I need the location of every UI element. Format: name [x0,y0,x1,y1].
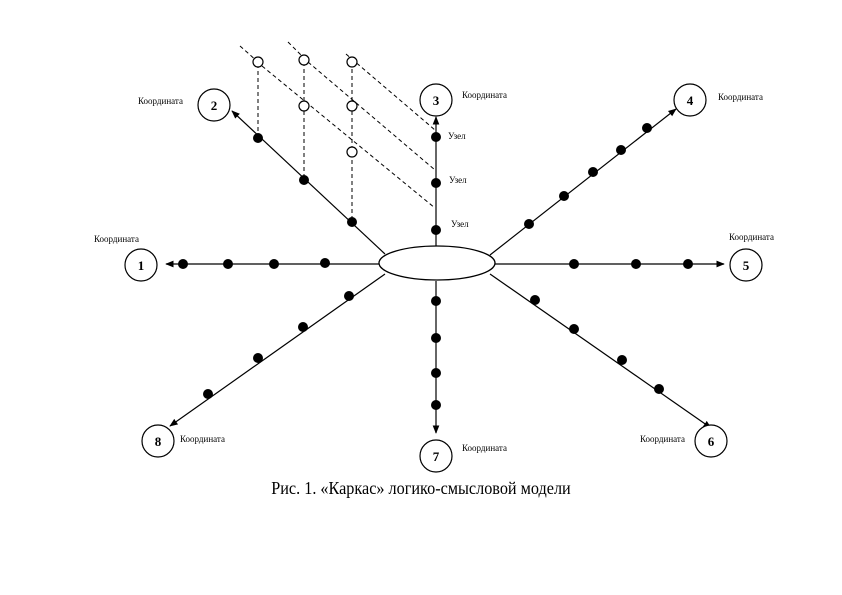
node [683,259,693,269]
node [269,259,279,269]
hollow-point [346,146,358,158]
axis-number-4: 4 [687,93,694,108]
projection-lines [239,41,436,222]
end-circle-1 [124,248,158,282]
axis-label-2: Координата [138,96,183,106]
node [320,258,330,268]
node-label: Узел [448,131,466,141]
axis-label-6: Координата [640,434,685,444]
node [178,259,188,269]
end-circle-8 [141,424,175,458]
axis-label-1: Координата [94,234,139,244]
dashed-line [287,41,305,59]
node [654,384,664,394]
node [588,167,598,177]
end-circle-7 [419,439,453,473]
axis-line-6 [489,273,712,429]
node-label: Узел [451,219,469,229]
axis-number-3: 3 [433,93,440,108]
axis-number-7: 7 [433,449,440,464]
node-label: Узел [449,175,467,185]
node [524,219,534,229]
axis-label-8: Координата [180,434,225,444]
axis-line-4 [489,108,677,256]
node [569,324,579,334]
node [253,133,263,143]
center-ellipse [378,245,496,281]
node [431,400,441,410]
node [431,368,441,378]
node [616,145,626,155]
node [344,291,354,301]
end-circle-6 [694,424,728,458]
dashed-line [345,53,436,131]
end-circle-3 [419,83,453,117]
end-circle-5 [729,248,763,282]
node [530,295,540,305]
dashed-line [307,61,436,171]
node [347,217,357,227]
axis-number-8: 8 [155,434,162,449]
node [569,259,579,269]
hollow-point [346,56,358,68]
node [431,333,441,343]
projection-points [252,54,358,158]
node [559,191,569,201]
hollow-point [346,100,358,112]
node [431,296,441,306]
nodes [178,123,693,410]
node [431,132,441,142]
end-circle-4 [673,83,707,117]
node [298,322,308,332]
hollow-point [298,54,310,66]
figure-caption: Рис. 1. «Каркас» логико-смысловой модели [271,478,571,498]
end-circle-2 [197,88,231,122]
axis-numbers: 1 2 3 4 5 6 7 8 [138,93,750,464]
axis-label-5: Координата [729,232,774,242]
axis-label-4: Координата [718,92,763,102]
node [253,353,263,363]
axis-label-7: Координата [462,443,507,453]
dashed-line [261,65,436,209]
node-labels: Узел Узел Узел [448,131,469,229]
node [617,355,627,365]
node [203,389,213,399]
axis-label-3: Координата [462,90,507,100]
node [431,225,441,235]
node [431,178,441,188]
node [223,259,233,269]
node [642,123,652,133]
axis-number-1: 1 [138,258,145,273]
axis-number-2: 2 [211,98,218,113]
axis-line-2 [231,110,386,255]
node [299,175,309,185]
hollow-point [252,56,264,68]
node [631,259,641,269]
axis-number-6: 6 [708,434,715,449]
end-circles [124,83,763,473]
axis-number-5: 5 [743,258,750,273]
hollow-point [298,100,310,112]
axis-labels: Координата Координата Координата Координ… [94,90,774,453]
